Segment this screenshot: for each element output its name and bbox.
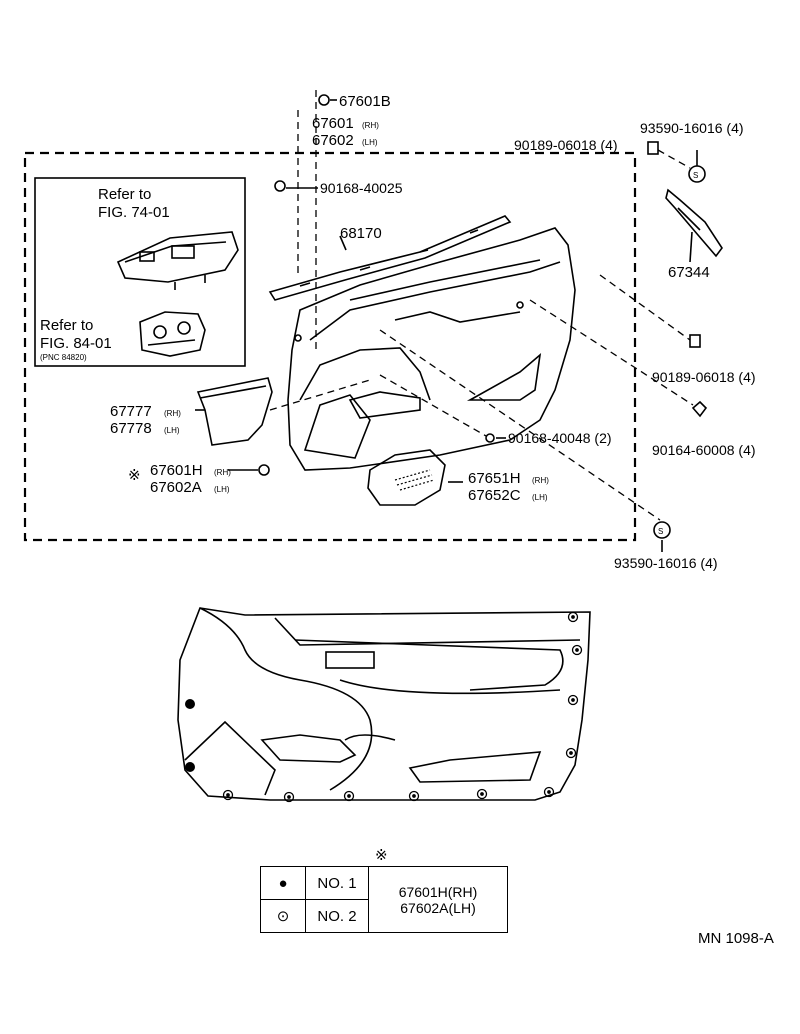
label-67601b: 67601B: [339, 93, 391, 110]
clip-legend-table: ● NO. 1 67601H(RH) 67602A(LH) ⊙ NO. 2: [260, 866, 508, 933]
label-67652c: 67652C: [468, 487, 521, 504]
speaker-grille-drawing: [367, 449, 446, 506]
clip-markers-no2: [222, 611, 583, 803]
clip-position-diagram: [177, 607, 591, 801]
label-90168-40048: 90168-40048 (2): [508, 430, 612, 446]
label-90189-top: 90189-06018 (4): [514, 137, 618, 153]
legend-symbol-no1: ●: [260, 866, 306, 900]
label-90164: 90164-60008 (4): [652, 442, 756, 458]
label-67601-rh: 67601: [312, 115, 354, 132]
label-67777-rh: (RH): [164, 409, 181, 418]
label-67652c-lh: (LH): [532, 493, 548, 502]
ref2-line2: FIG. 84-01: [40, 335, 112, 352]
clip-markers-no1: [185, 699, 195, 772]
ref1-line2: FIG. 74-01: [98, 204, 170, 221]
label-67778-lh: (LH): [164, 426, 180, 435]
ref2-pnc: (PNC 84820): [40, 353, 87, 362]
legend-part-1: 67601H(RH): [398, 883, 478, 900]
label-67777: 67777: [110, 403, 152, 420]
legend-label-no2: NO. 2: [305, 899, 369, 933]
label-67344: 67344: [668, 264, 710, 281]
bracket-drawing: [665, 188, 723, 258]
label-67602-lh: 67602: [312, 132, 354, 149]
label-67601h-rh: (RH): [214, 468, 231, 477]
label-67651h-rh: (RH): [532, 476, 549, 485]
label-67778: 67778: [110, 420, 152, 437]
label-67602-lh-suffix: (LH): [362, 138, 378, 147]
svg-text:S: S: [658, 527, 663, 536]
diagram-code: MN 1098-A: [698, 930, 774, 947]
reference-inset-box: [34, 177, 246, 367]
label-67601h: 67601H: [150, 462, 203, 479]
s-screw-bottom: S: [653, 521, 671, 539]
label-90168-40025: 90168-40025: [320, 180, 403, 196]
legend-asterisk: ※: [375, 847, 388, 864]
label-67601-rh-suffix: (RH): [362, 121, 379, 130]
ref2-line1: Refer to: [40, 317, 93, 334]
label-93590-top: 93590-16016 (4): [640, 120, 744, 136]
legend-row: ● NO. 1 67601H(RH) 67602A(LH): [260, 866, 508, 933]
window-switch-drawing: [116, 231, 239, 290]
legend-row: ⊙ NO. 2: [260, 899, 508, 933]
door-trim-panel-drawing: [287, 227, 576, 471]
assembly-boundary: [23, 151, 637, 542]
label-67651h: 67651H: [468, 470, 521, 487]
switch-assembly-drawing: [139, 311, 206, 357]
ref1-line1: Refer to: [98, 186, 151, 203]
leader-lines: [195, 90, 698, 552]
label-67602a-lh: (LH): [214, 485, 230, 494]
label-asterisk-67601h: ※: [128, 467, 141, 484]
legend-parts-cell: 67601H(RH) 67602A(LH): [368, 866, 508, 933]
s-screw-top: S: [688, 165, 706, 183]
legend-symbol-no2: ⊙: [260, 899, 306, 933]
fastener-clips: [258, 94, 708, 476]
legend-part-2: 67602A(LH): [400, 899, 476, 916]
label-90189-mid: 90189-06018 (4): [652, 369, 756, 385]
label-67602a: 67602A: [150, 479, 202, 496]
label-93590-bottom: 93590-16016 (4): [614, 555, 718, 571]
legend-label-no1: NO. 1: [305, 866, 369, 900]
label-68170: 68170: [340, 225, 382, 242]
door-pocket-drawing: [196, 377, 273, 446]
weatherstrip-drawing: [268, 215, 512, 301]
svg-text:S: S: [693, 171, 698, 180]
